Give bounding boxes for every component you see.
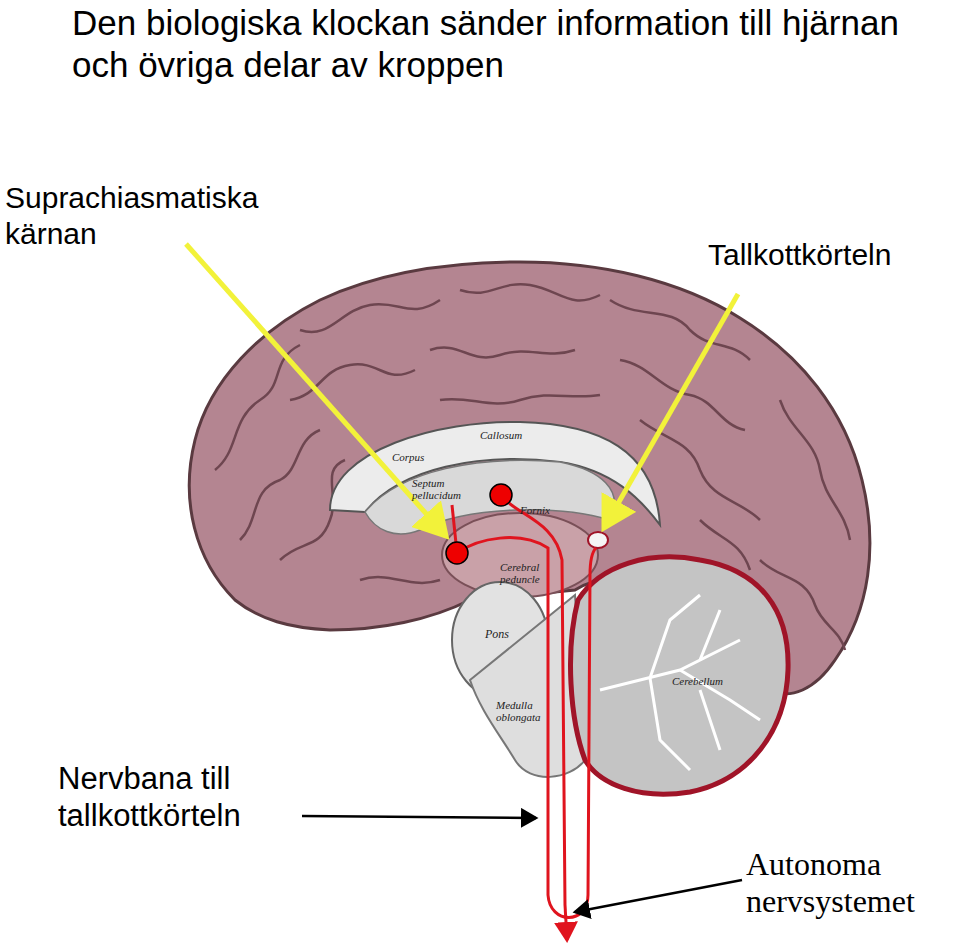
anatomy-label-box: Callosum [480,430,522,442]
leader-arrow [186,244,446,536]
callout-label-box: Suprachiasmatiska kärnan [5,180,305,252]
leader-arrow [575,880,742,912]
callout-label: Nervbana till tallkottkörteln [58,761,241,833]
title-box: Den biologiska klockan sänder informatio… [72,2,932,86]
callout-label: Autonoma nervsystemet [746,846,915,919]
anatomy-label: Medulla oblongata [496,699,541,723]
title: Den biologiska klockan sänder informatio… [72,3,899,84]
scn-dot [446,542,468,564]
callout-label-box: Tallkottkörteln [708,238,891,272]
anatomy-label: Fornix [520,504,550,516]
leader-arrow [604,294,738,528]
arbor-vitae [600,595,760,770]
callout-label: Suprachiasmatiska kärnan [5,181,258,250]
callout-label-box: Nervbana till tallkottkörteln [58,760,328,834]
anatomy-label: Callosum [480,429,522,441]
anatomy-label: Cerebral peduncle [500,561,540,585]
anatomy-label-box: Medulla oblongata [496,700,544,723]
anatomy-label-box: Pons [485,628,509,641]
pineal-gland [588,532,608,548]
leader-arrow [302,816,536,818]
nerve-pathway [452,495,596,940]
anatomy-label: Pons [485,627,509,641]
anatomy-label: Septum pellucidum [412,477,461,501]
anatomy-label-box: Cerebral peduncle [500,562,544,585]
thalamus [442,513,598,597]
anatomy-label-box: Corpus [392,452,424,464]
callout-label: Tallkottkörteln [708,238,891,271]
callout-label-box: Autonoma nervsystemet [746,846,954,920]
clock-dot [490,484,512,506]
cerebellum [571,557,789,794]
anatomy-label: Cerebellum [672,675,723,687]
anatomy-label-box: Fornix [520,505,550,517]
anatomy-label: Corpus [392,451,424,463]
anatomy-label-box: Septum pellucidum [412,478,472,501]
anatomy-label-box: Cerebellum [672,676,723,688]
medulla [470,595,585,777]
